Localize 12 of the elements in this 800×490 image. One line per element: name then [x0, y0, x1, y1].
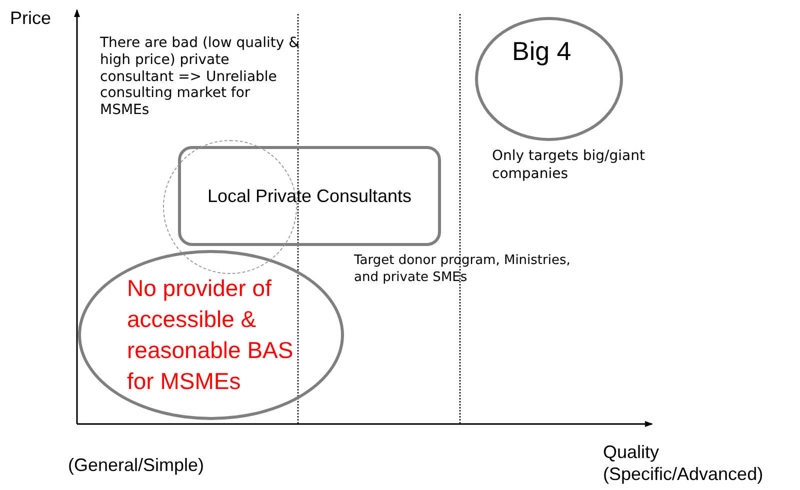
- node-label: Big 4: [512, 35, 572, 68]
- annotation-text: Target donor program, Ministries, and private SMEs: [354, 253, 572, 287]
- node-label: No provider of accessible & reasonable BAS for MSMEs: [127, 274, 294, 396]
- annotation-text: There are bad (low quality & high price) private consultant => Unreliable consulting market for MSMEs: [100, 35, 300, 119]
- annotation-text: Only targets big/giant companies: [492, 147, 646, 184]
- node-label: Local Private Consultants: [207, 184, 412, 208]
- ellipse-node: [78, 250, 344, 420]
- axis-label: Price: [10, 8, 52, 30]
- axis-label: (General/Simple): [68, 455, 206, 477]
- axis-label: Quality (Specific/Advanced): [603, 442, 764, 486]
- rounded-box: [178, 146, 441, 246]
- ellipse-node: [475, 17, 623, 141]
